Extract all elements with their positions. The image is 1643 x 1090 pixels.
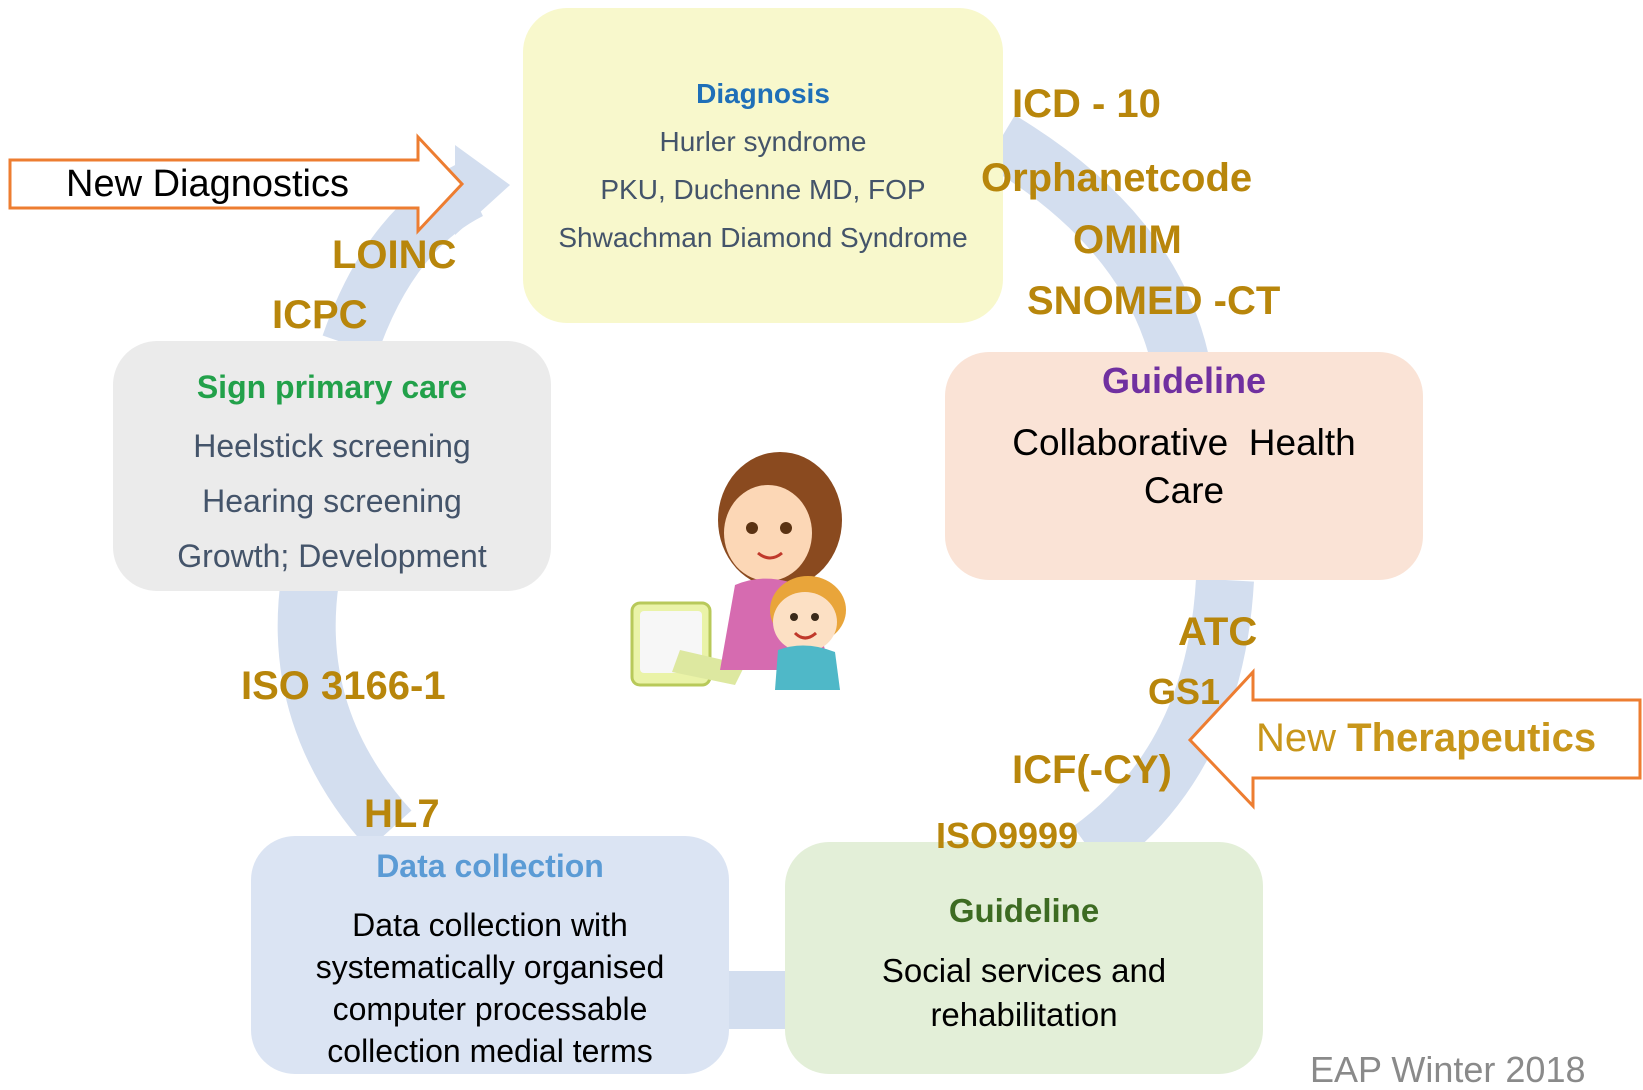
standard-hl7: HL7 — [364, 792, 440, 836]
sign-primary-care-box: Sign primary care Heelstick screening He… — [113, 341, 551, 591]
standard-icf: ICF(-CY) — [1012, 748, 1172, 792]
new-therapeutics-label: New Therapeutics — [1256, 718, 1596, 758]
diagnosis-line: Hurler syndrome — [659, 126, 867, 157]
footer-text: EAP Winter 2018 — [1310, 1049, 1586, 1090]
child-eye-left — [790, 613, 798, 621]
mother-smile — [757, 551, 783, 560]
guideline-social-box: Guideline Social services and rehabilita… — [785, 842, 1263, 1074]
diagnosis-line: Shwachman Diamond Syndrome — [558, 222, 968, 253]
standard-iso9999: ISO9999 — [936, 815, 1079, 856]
child-smile — [793, 631, 818, 640]
data-collection-line: collection medial terms — [327, 1033, 653, 1069]
cycle-segment-left-lower — [277, 575, 412, 850]
standard-omim: OMIM — [1073, 218, 1182, 262]
guideline-social-line: Social services and — [881, 952, 1167, 989]
new-diagnostics-arrow-shape — [8, 133, 465, 235]
child-body — [775, 645, 840, 690]
diagnosis-box: Diagnosis Hurler syndrome PKU, Duchenne … — [523, 8, 1003, 323]
data-collection-line: computer processable — [332, 991, 648, 1027]
mother-child-computer-illustration — [630, 452, 846, 690]
mother-face — [724, 485, 812, 581]
data-collection-box: Data collection Data collection with sys… — [251, 836, 729, 1074]
cycle-arrow-ring — [277, 115, 1254, 1029]
guideline-health-title: Guideline — [1101, 360, 1267, 401]
standard-loinc: LOINC — [332, 233, 457, 277]
data-collection-title: Data collection — [376, 848, 604, 884]
child-eye-right — [811, 613, 819, 621]
guideline-health-box: Guideline Collaborative Health Care — [945, 352, 1423, 580]
sign-primary-care-title: Sign primary care — [196, 369, 468, 405]
new-therapeutics-arrow-shape — [1187, 668, 1642, 810]
child-face — [773, 592, 837, 652]
cycle-segment-right-upper — [984, 115, 1209, 368]
cycle-arrowhead — [455, 145, 510, 235]
guideline-health-line: Collaborative Health — [1012, 422, 1356, 463]
keyboard — [672, 650, 745, 685]
diagnosis-title: Diagnosis — [696, 78, 830, 109]
standard-orphanetcode: Orphanetcode — [981, 156, 1253, 200]
sign-primary-care-line: Growth; Development — [177, 538, 487, 574]
data-collection-line: systematically organised — [315, 949, 665, 985]
guideline-social-title: Guideline — [948, 892, 1100, 929]
diagnosis-line: PKU, Duchenne MD, FOP — [600, 174, 926, 205]
standard-icd10: ICD - 10 — [1012, 82, 1161, 126]
cycle-segment-left-upper — [322, 164, 484, 355]
standard-atc: ATC — [1178, 610, 1258, 654]
new-diagnostics-label: New Diagnostics — [66, 163, 349, 205]
guideline-social-line: rehabilitation — [930, 996, 1118, 1033]
mother-eye-left — [746, 522, 758, 534]
standard-iso3166: ISO 3166-1 — [241, 664, 446, 708]
mother-eye-right — [780, 522, 792, 534]
new-therapeutics-prefix: New — [1256, 716, 1348, 760]
cycle-segment-right-lower — [1072, 578, 1254, 874]
new-therapeutics-bold: Therapeutics — [1347, 716, 1597, 760]
standard-icpc: ICPC — [272, 293, 368, 337]
sign-primary-care-line: Hearing screening — [202, 483, 462, 519]
standard-gs1: GS1 — [1148, 671, 1221, 712]
data-collection-line: Data collection with — [352, 907, 628, 943]
guideline-health-line: Care — [1143, 470, 1225, 511]
standard-snomed: SNOMED -CT — [1027, 279, 1281, 323]
sign-primary-care-line: Heelstick screening — [193, 428, 471, 464]
